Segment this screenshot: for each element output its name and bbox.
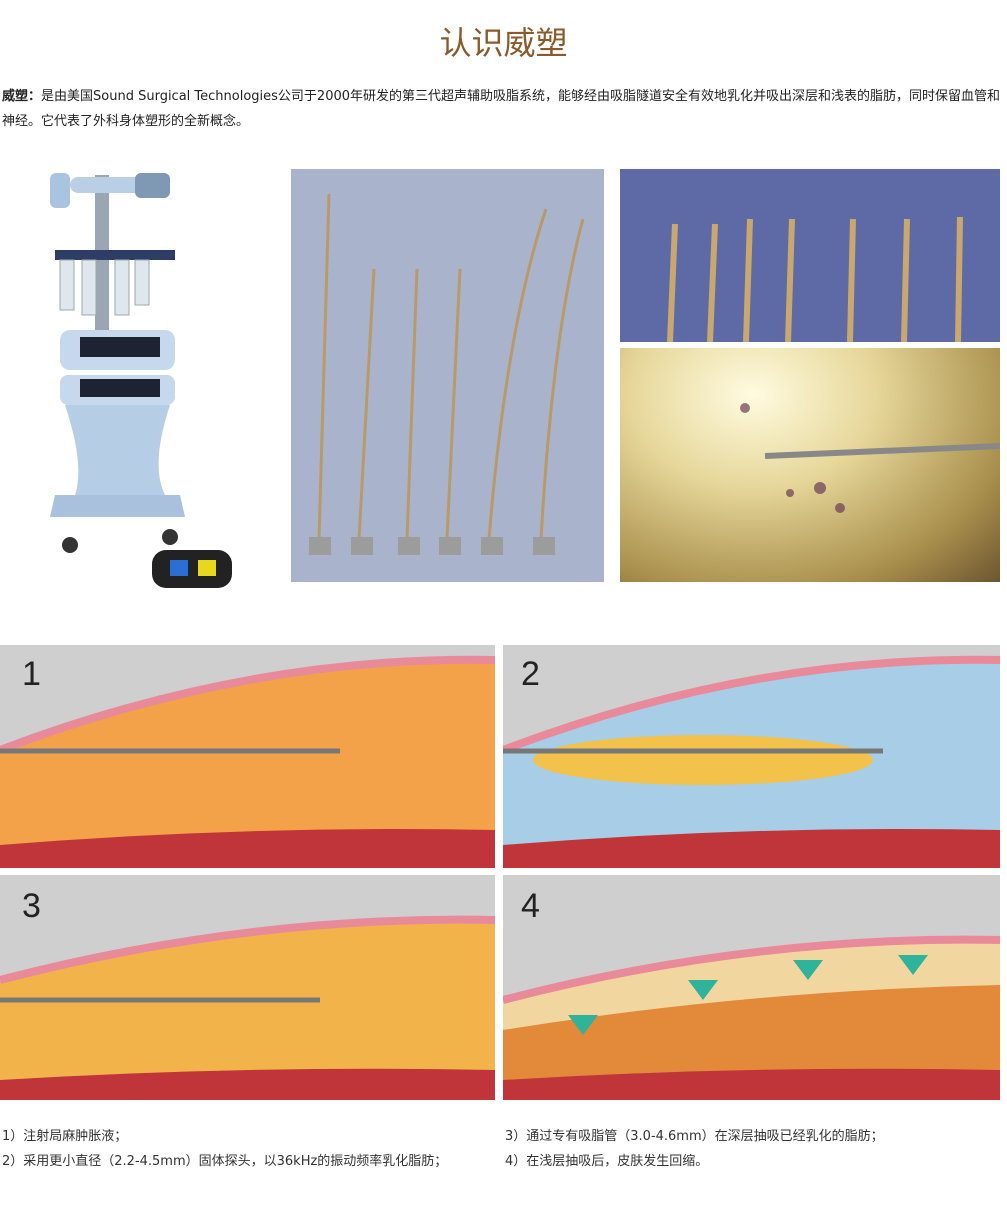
- step-number: 4: [521, 887, 540, 925]
- step-number: 2: [521, 655, 540, 693]
- step-3-diagram: 3: [0, 875, 495, 1100]
- step-4-caption: 4）在浅层抽吸后，皮肤发生回缩。: [505, 1154, 709, 1169]
- step-number: 3: [22, 887, 41, 925]
- step-3-caption: 3）通过专有吸脂管（3.0-4.6mm）在深层抽吸已经乳化的脂肪；: [505, 1129, 884, 1144]
- step-1-caption: 1）注射局麻肿胀液；: [2, 1129, 128, 1144]
- step-2-diagram: 2: [503, 645, 1000, 868]
- probe-tips-image: [620, 169, 1000, 342]
- endoscopic-image: [620, 348, 1000, 582]
- intro-text: 是由美国Sound Surgical Technologies公司于2000年研…: [2, 89, 1001, 129]
- vaser-device-image: [20, 165, 245, 595]
- intro-term: 威塑：: [2, 89, 42, 104]
- step-4-diagram: 4: [503, 875, 1000, 1100]
- probes-image: [291, 169, 604, 582]
- step-2-caption: 2）采用更小直径（2.2-4.5mm）固体探头，以36kHz的振动频率乳化脂肪；: [2, 1154, 448, 1169]
- step-1-diagram: 1: [0, 645, 495, 868]
- step-number: 1: [22, 655, 41, 693]
- page-title: 认识威塑: [439, 24, 568, 62]
- intro-paragraph: 威塑：是由美国Sound Surgical Technologies公司于200…: [2, 84, 1002, 134]
